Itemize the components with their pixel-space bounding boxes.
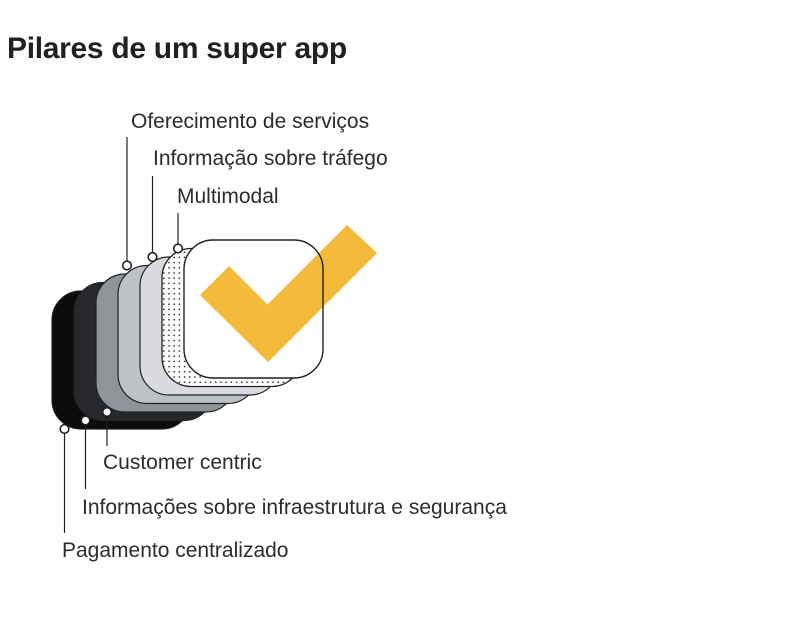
anchor-dot-customer-centric: [101, 406, 113, 418]
anchor-dot-informacao-trafego: [147, 251, 158, 263]
label-informacoes-infraestrutura-seguranca: Informações sobre infraestrutura e segur…: [82, 496, 507, 519]
card-front-outline: [183, 239, 324, 379]
anchor-dot-infraestrutura: [80, 415, 91, 426]
label-oferecimento-de-servicos: Oferecimento de serviços: [131, 110, 370, 133]
page-title: Pilares de um super app: [7, 32, 347, 65]
label-customer-centric: Customer centric: [103, 451, 262, 474]
anchor-dot-pagamento: [59, 423, 70, 435]
label-pagamento-centralizado: Pagamento centralizado: [62, 539, 289, 562]
anchor-dot-oferecimento: [121, 260, 133, 271]
checkmark-icon: [200, 225, 377, 362]
label-multimodal: Multimodal: [177, 185, 279, 208]
label-informacao-sobre-trafego: Informação sobre tráfego: [153, 147, 388, 170]
anchor-dot-multimodal: [172, 243, 184, 254]
